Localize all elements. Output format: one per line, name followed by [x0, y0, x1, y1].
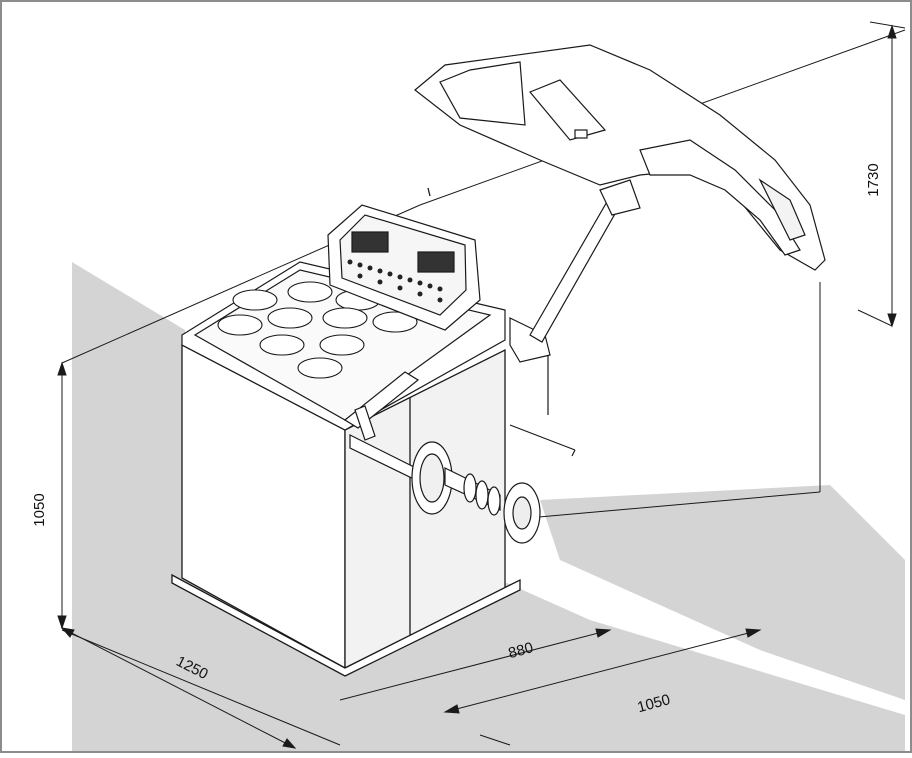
gauge-arm [343, 317, 576, 457]
dimension-lines [57, 21, 906, 749]
display-readout-right [417, 251, 455, 273]
tick-mark [427, 187, 431, 197]
display-readout-left [351, 231, 389, 253]
cabinet-base [171, 573, 521, 677]
shaft-assembly [349, 434, 541, 544]
floor-shadow [72, 262, 905, 753]
console-buttons [347, 259, 443, 303]
dim-height-machine-label: 1050 [31, 493, 48, 526]
dim-height-hood-label: 1730 [865, 163, 882, 196]
dim-depth-base-label: 880 [507, 639, 536, 662]
right-floor-shadow [540, 485, 905, 700]
hood-support [529, 179, 641, 343]
wheel-guard [414, 44, 826, 271]
weight-cups [217, 281, 418, 379]
